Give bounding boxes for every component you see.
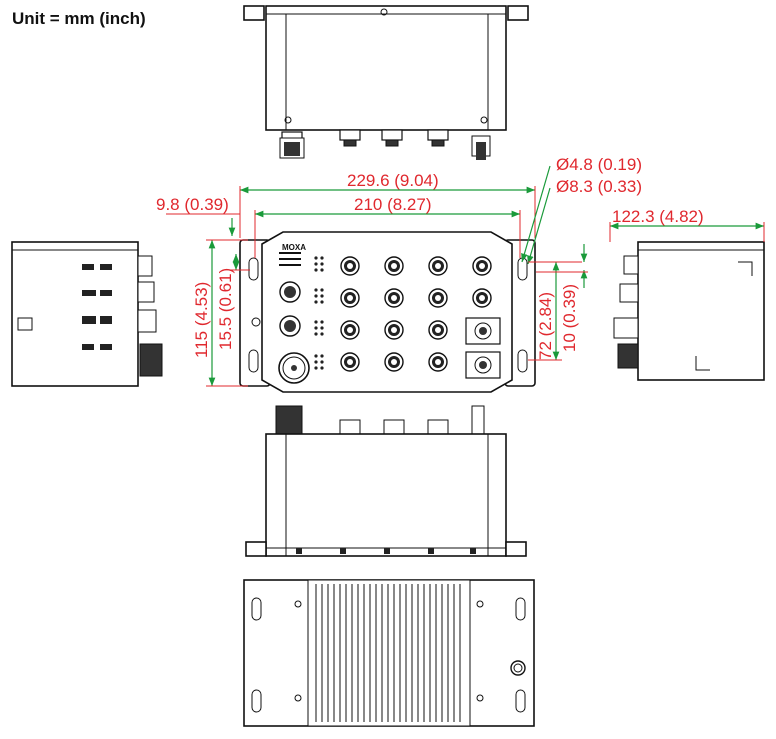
overall-height-label: 115 (4.53) <box>192 282 211 358</box>
front-view: MOXA <box>239 231 536 393</box>
left-side-view <box>11 241 163 387</box>
hole-spacing-label: 72 (2.84) <box>536 292 555 360</box>
dimension-lines <box>166 165 765 387</box>
unit-label: Unit = mm (inch) <box>12 9 146 28</box>
ear-offset-label: 9.8 (0.39) <box>156 195 229 214</box>
depth-label: 122.3 (4.82) <box>612 207 704 226</box>
moxa-logo: MOXA <box>282 243 306 252</box>
overall-width-label: 229.6 (9.04) <box>347 171 439 190</box>
right-side-view <box>613 241 765 381</box>
hole-diameter-large-label: Ø8.3 (0.33) <box>556 177 642 196</box>
hole-diameter-small-label: Ø4.8 (0.19) <box>556 155 642 174</box>
bottom-edge-view <box>245 405 527 557</box>
rear-view <box>243 579 535 727</box>
hole-offset-label: 15.5 (0.61) <box>216 268 235 350</box>
hole-to-edge-label: 10 (0.39) <box>560 284 579 352</box>
top-view <box>243 5 529 160</box>
body-width-label: 210 (8.27) <box>354 195 432 214</box>
